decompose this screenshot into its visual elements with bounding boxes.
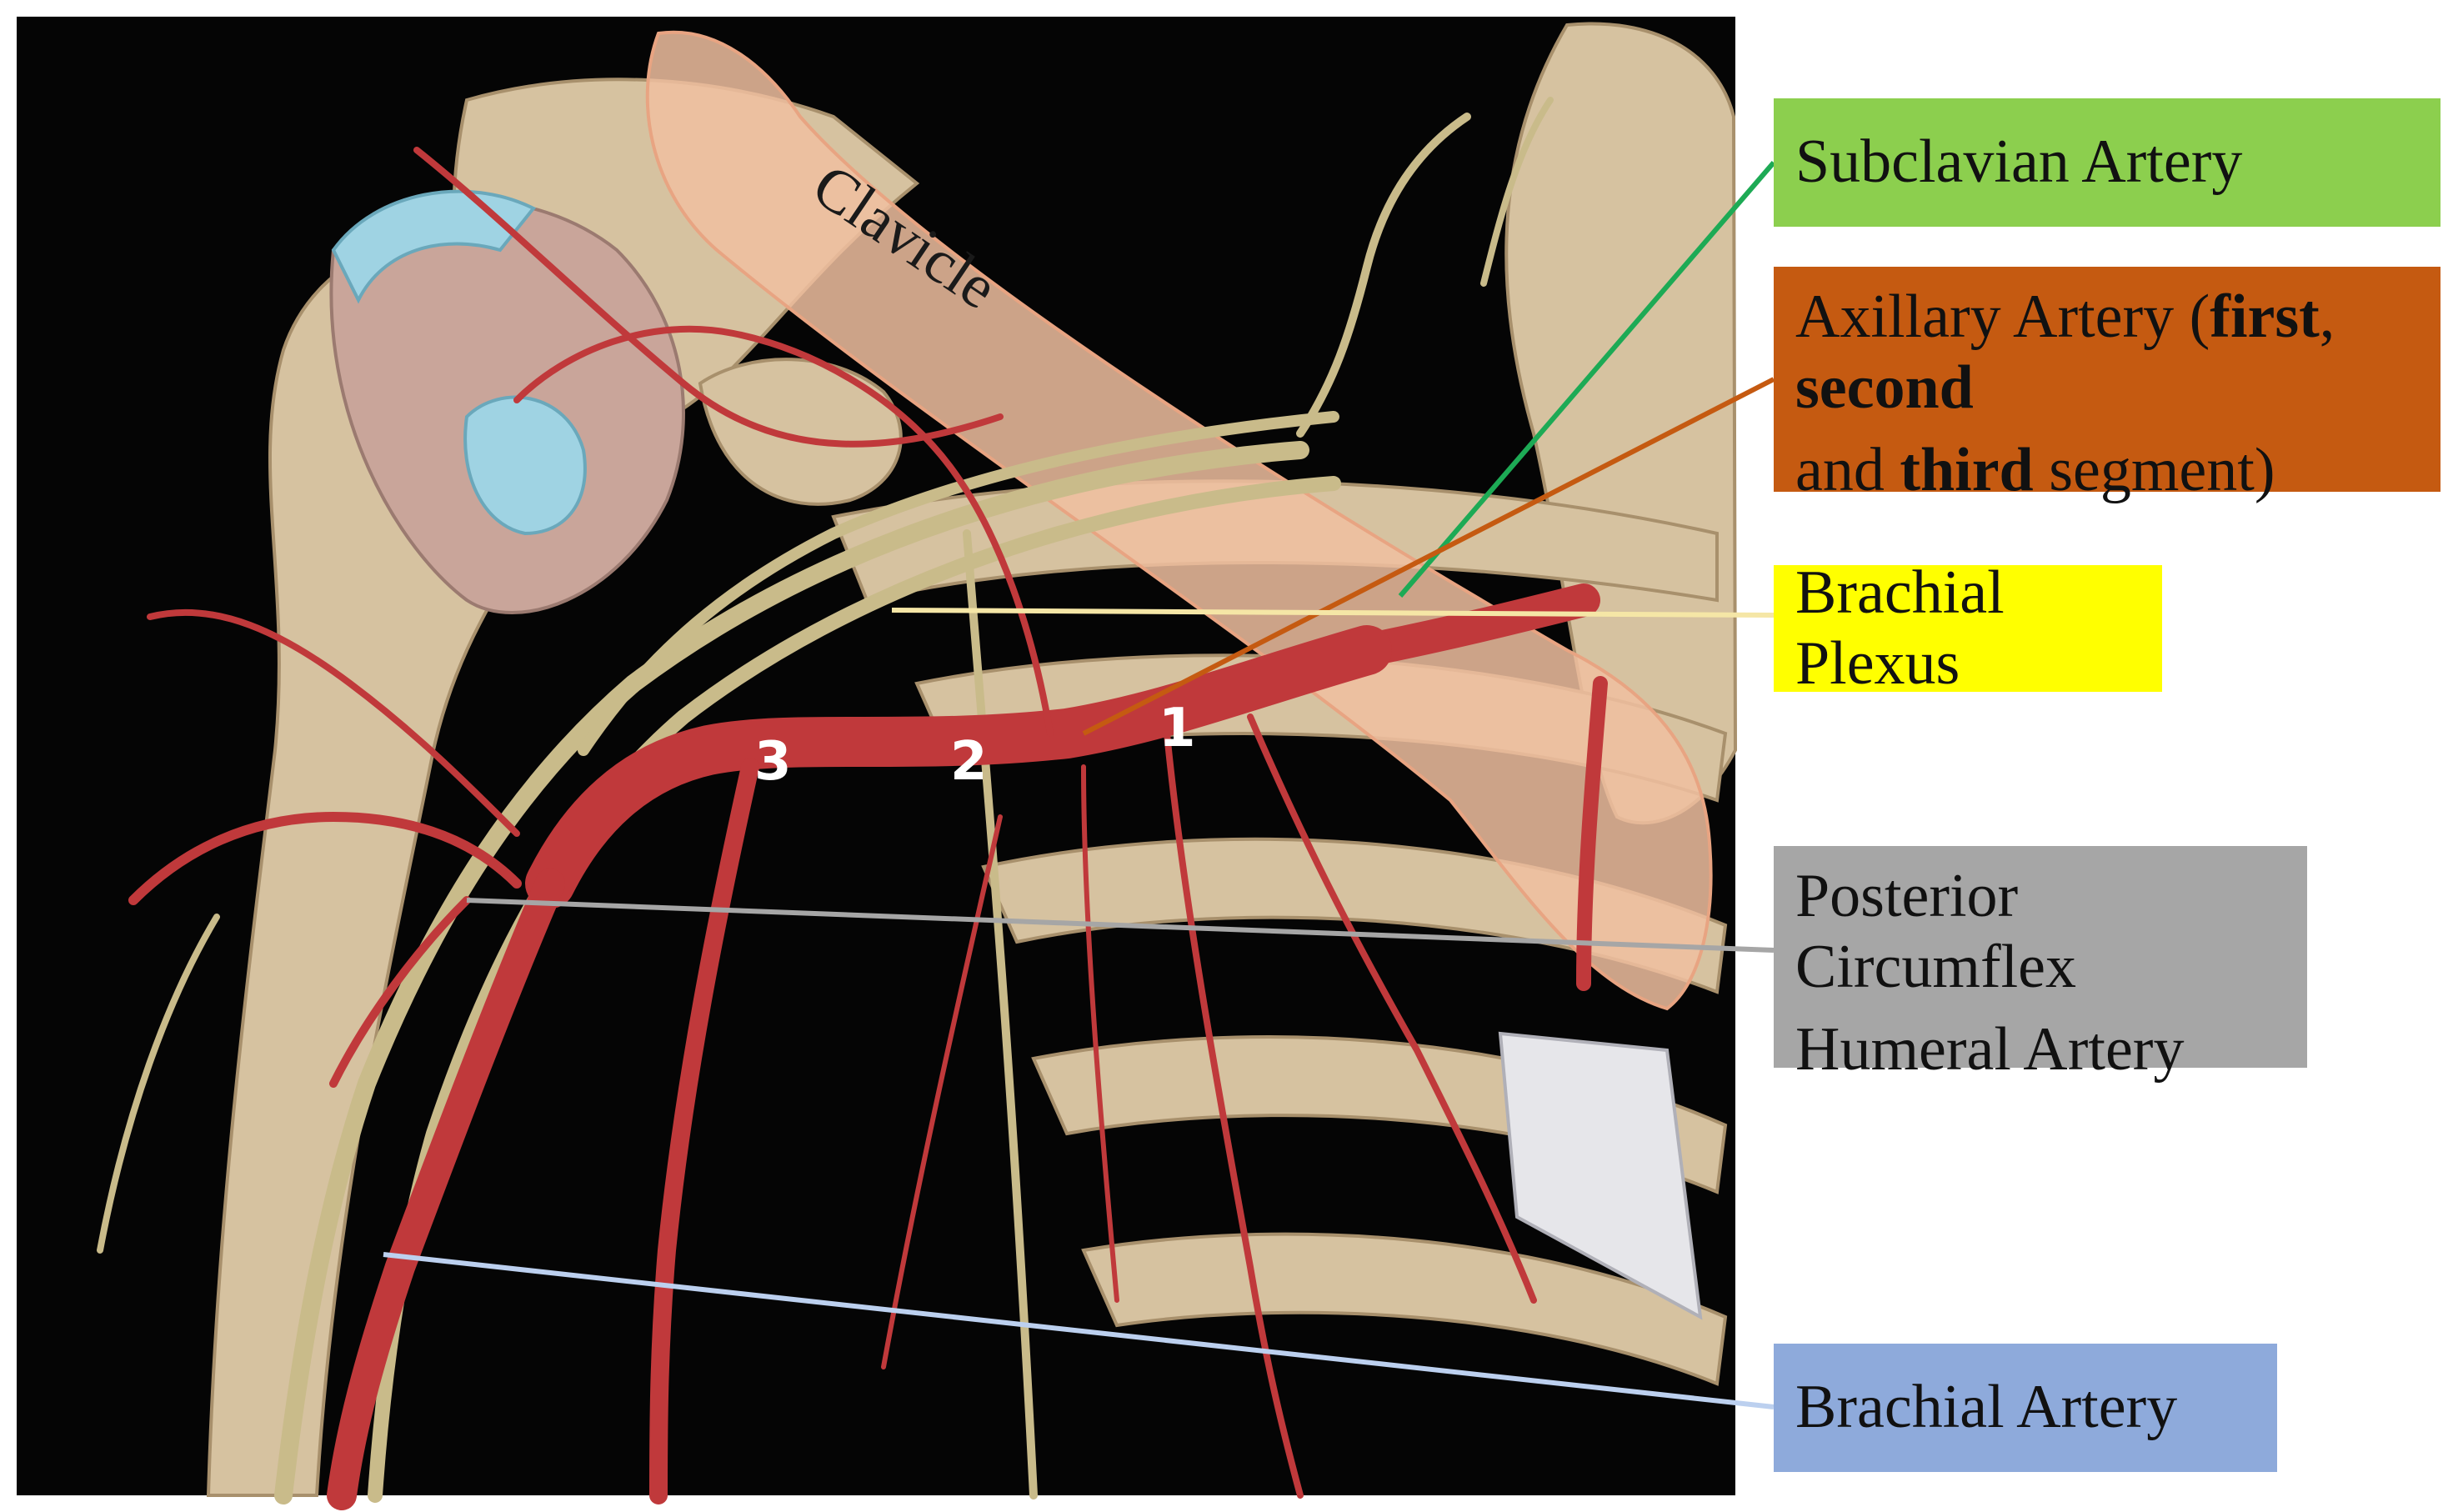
thoracoacromial-artery [513,325,1054,737]
brachial-plexus-label: Brachial Plexus [1774,558,2162,698]
leader-plexus [891,608,1775,618]
rib-5 [1081,1232,1728,1386]
brachial-artery-text: Brachial Artery [1795,1373,2178,1442]
axillary-prefix: Axillary Artery ( [1795,283,2210,351]
leader-brachial [383,1252,1775,1409]
suprascapular-artery [413,147,1004,448]
brachial-plexus-trunk [274,441,1309,1504]
segment-numbers: 1 2 3 [754,698,1196,793]
axillary-third: third [1900,436,2034,505]
segment-number-1: 1 [1159,698,1196,759]
axillary-artery-vessel [525,625,1392,909]
thoracic-artery-2 [1164,730,1304,1499]
axillary-second: second [1795,353,1974,423]
leader-subclavian [1398,161,1776,598]
glenoid-cartilage [463,395,587,536]
subclavian-artery-label: Subclavian Artery [1774,98,2440,227]
leader-lines [383,161,1776,1409]
segment-number-2: 2 [950,731,988,793]
costal-cartilage [1498,1031,1703,1320]
axillary-first: first [2210,283,2320,351]
axillary-and: and [1795,436,1900,505]
subclavian-artery-text: Subclavian Artery [1795,128,2243,197]
axillary-line-2: and third segment) [1795,435,2419,506]
deep-brachial-artery [649,758,759,1504]
circumflex-line-1: Posterior Circumflex [1795,862,2077,1002]
forearm-nerve [97,914,220,1254]
circumflex-branch [329,896,471,1088]
axillary-line-1: Axillary Artery (first, second [1795,282,2419,423]
clavicle-bone [645,30,1713,1011]
axillary-comma: , [2319,283,2335,351]
intercostal-artery [881,814,1003,1369]
circumflex-artery-vessel [128,811,522,905]
posterior-circumflex-humeral-artery-label: Posterior Circumflex Humeral Artery [1774,846,2307,1084]
median-nerve [963,529,1038,1499]
leader-axillary [1082,377,1775,736]
axillary-suffix: segment) [2033,436,2275,505]
thoracic-artery-3 [1081,764,1119,1303]
brachial-artery-label: Brachial Artery [1774,1344,2277,1472]
brachial-plexus-branch [578,411,1339,756]
humeral-head-cartilage [331,189,537,304]
segment-number-3: 3 [754,731,792,793]
coracoid-bone [698,358,903,506]
leader-circumflex [466,898,1775,953]
circumflex-line-2: Humeral Artery [1795,1015,2185,1084]
thoracic-artery-1 [1247,713,1537,1304]
brachial-plexus-text: Brachial Plexus [1795,558,2005,698]
shoulder-artery [147,608,520,837]
subclavian-artery-vessel [1350,583,1600,667]
brachial-artery-vessel [327,869,565,1510]
axillary-artery-label: Axillary Artery (first, second and third… [1774,267,2440,504]
cervical-nerve-2 [1480,97,1554,287]
arteries [128,147,1608,1510]
cervical-nerve-1 [1296,113,1471,438]
